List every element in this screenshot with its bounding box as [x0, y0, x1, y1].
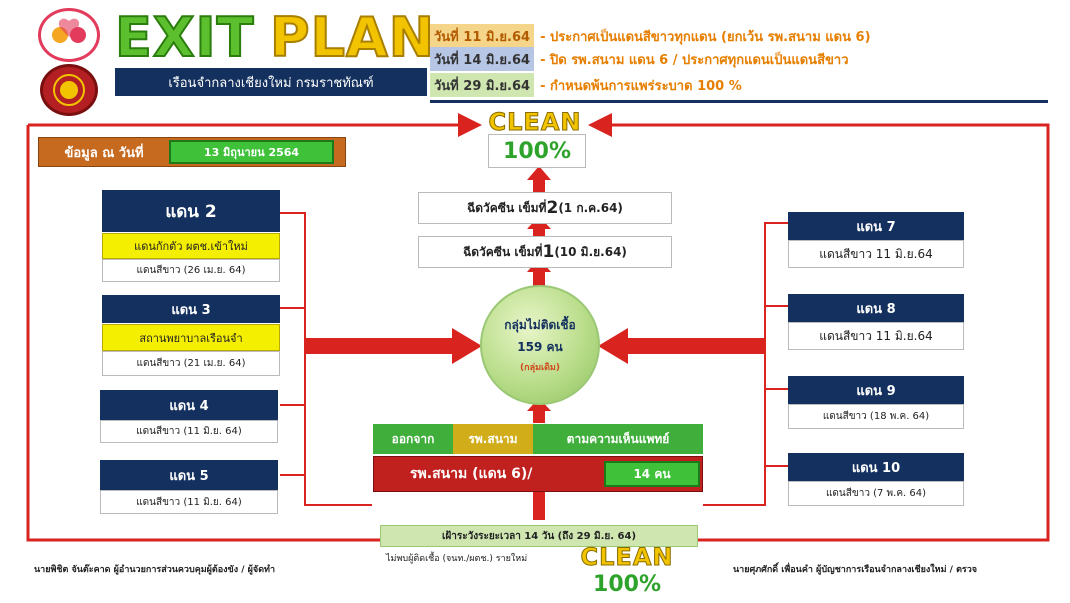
- clean-bottom-percent: 100%: [593, 572, 661, 597]
- no-new-cases-text: ไม่พบผู้ติดเชื้อ (จนท./ผตช.) รายใหม่: [386, 554, 528, 564]
- as-of-label: ข้อมูล ณ วันที่: [64, 145, 144, 161]
- announcement-2: วันที่ 14 มิ.ย.64 - ปิด รพ.สนาม แดน 6 / …: [430, 47, 849, 71]
- announcement-1: วันที่ 11 มิ.ย.64 - ประกาศเป็นแดนสีขาวทุ…: [430, 24, 871, 48]
- zone-4-header: แดน 4: [100, 390, 278, 420]
- as-of-value: 13 มิถุนายน 2564: [169, 140, 334, 164]
- announcement-date: วันที่ 29 มิ.ย.64: [430, 73, 535, 97]
- zone-2-note: แดนกักตัว ผตช.เข้าใหม่: [102, 233, 280, 259]
- zone-3-note: สถานพยาบาลเรือนจำ: [102, 324, 280, 351]
- vaccine-date: (1 ก.ค.64): [558, 200, 623, 215]
- zone-8-status: แดนสีขาว 11 มิ.ย.64: [788, 322, 964, 350]
- vaccine-prefix: ฉีดวัคซีน เข็มที่: [463, 244, 543, 259]
- announcement-3: วันที่ 29 มิ.ย.64 - กำหนดพ้นการแพร่ระบาด…: [430, 73, 742, 97]
- title-plan: PLAN: [269, 5, 435, 70]
- announcement-text: - ประกาศเป็นแดนสีขาวทุกแดน (ยกเว้น รพ.สน…: [540, 29, 871, 45]
- zone-8-header: แดน 8: [788, 294, 964, 322]
- zone-7-status: แดนสีขาว 11 มิ.ย.64: [788, 240, 964, 268]
- announcement-date: วันที่ 11 มิ.ย.64: [430, 24, 535, 48]
- zone-4-status: แดนสีขาว (11 มิ.ย. 64): [100, 420, 278, 443]
- clean-bottom-word: CLEAN: [580, 543, 674, 572]
- footer-checked-by: นายศุภศักดิ์ เพื่อนคำ ผู้บัญชาการเรือนจำ…: [733, 565, 978, 575]
- zone-9-status: แดนสีขาว (18 พ.ค. 64): [788, 404, 964, 429]
- vaccine-dose-1: ฉีดวัคซีน เข็มที่ 1(10 มิ.ย.64): [418, 236, 672, 268]
- exit-from-label: ออกจาก: [373, 424, 453, 454]
- zone-3-header: แดน 3: [102, 295, 280, 323]
- zone-2-header: แดน 2: [102, 190, 280, 232]
- title-exit: EXIT: [114, 5, 255, 70]
- footer-prepared-by: นายพิชิต จันต๊ะคาด ผู้อำนวยการส่วนควบคุม…: [34, 565, 276, 575]
- watch-period: เฝ้าระวังระยะเวลา 14 วัน (ถึง 29 มิ.ย. 6…: [380, 525, 698, 547]
- zone-5-header: แดน 5: [100, 460, 278, 490]
- exit-field-hospital-label: รพ.สนาม: [453, 424, 533, 454]
- vaccine-dose-number: 1: [542, 242, 555, 262]
- field-hospital-count: 14 คน: [604, 461, 700, 487]
- zone-7-header: แดน 7: [788, 212, 964, 240]
- logo-top: [38, 8, 100, 62]
- zone-10-header: แดน 10: [788, 453, 964, 481]
- announcement-text: - กำหนดพ้นการแพร่ระบาด 100 %: [540, 78, 742, 94]
- as-of-date: ข้อมูล ณ วันที่ 13 มิถุนายน 2564: [38, 137, 346, 167]
- zone-10-status: แดนสีขาว (7 พ.ค. 64): [788, 481, 964, 506]
- announcement-date: วันที่ 14 มิ.ย.64: [430, 47, 535, 71]
- field-hospital-bar: รพ.สนาม (แดน 6)/ 14 คน: [373, 456, 703, 492]
- exit-doctor-opinion-label: ตามความเห็นแพทย์: [533, 424, 703, 454]
- page-subtitle: เรือนจำกลางเชียงใหม่ กรมราชทัณฑ์: [115, 68, 427, 96]
- zone-2-status: แดนสีขาว (26 เม.ย. 64): [102, 259, 280, 282]
- circle-label: กลุ่มไม่ติดเชื้อ: [504, 318, 576, 332]
- no-new-cases: ไม่พบผู้ติดเชื้อ (จนท./ผตช.) รายใหม่: [380, 547, 698, 569]
- logo-department: [40, 64, 98, 116]
- circle-note: (กลุ่มเดิม): [520, 363, 560, 373]
- zone-3-status: แดนสีขาว (21 เม.ย. 64): [102, 351, 280, 376]
- clean-top-percent: 100%: [488, 134, 586, 168]
- header-divider: [430, 100, 1048, 103]
- exit-criteria-bar: ออกจาก รพ.สนาม ตามความเห็นแพทย์: [373, 424, 703, 454]
- clean-top-word: CLEAN: [488, 108, 582, 137]
- circle-count: 159 คน: [517, 340, 563, 354]
- field-hospital-label: รพ.สนาม (แดน 6)/: [410, 466, 533, 482]
- zone-5-status: แดนสีขาว (11 มิ.ย. 64): [100, 490, 278, 514]
- uninfected-group-circle: กลุ่มไม่ติดเชื้อ 159 คน (กลุ่มเดิม): [480, 285, 600, 405]
- vaccine-date: (10 มิ.ย.64): [554, 244, 627, 259]
- zone-9-header: แดน 9: [788, 376, 964, 404]
- vaccine-dose-2: ฉีดวัคซีน เข็มที่ 2 (1 ก.ค.64): [418, 192, 672, 224]
- vaccine-prefix: ฉีดวัคซีน เข็มที่: [467, 200, 547, 215]
- vaccine-dose-number: 2: [546, 198, 559, 218]
- announcement-text: - ปิด รพ.สนาม แดน 6 / ประกาศทุกแดนเป็นแด…: [540, 52, 849, 68]
